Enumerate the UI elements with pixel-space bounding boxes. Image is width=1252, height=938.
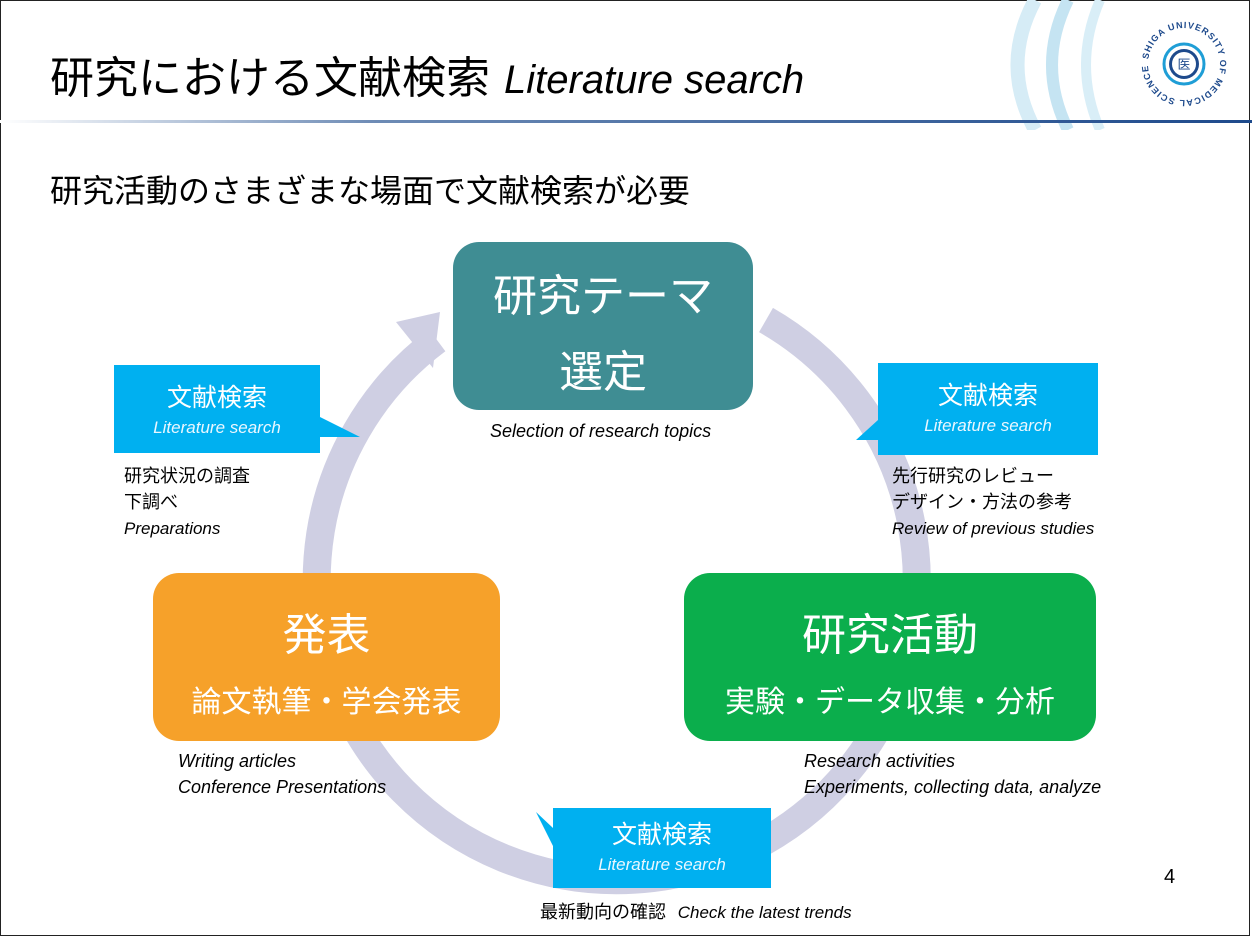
callout-right-en: Literature search [924, 416, 1052, 435]
slide-subtitle: 研究活動のさまざまな場面で文献検索が必要 [50, 172, 691, 210]
title-en: Literature search [504, 58, 805, 102]
stage-activity-line1: 研究活動 [802, 610, 978, 661]
header-rule [0, 120, 1252, 123]
callout-right-shape [856, 363, 1098, 455]
callout-left-shape [114, 365, 360, 453]
stage-activity-line2: 実験・データ収集・分析 [725, 685, 1055, 720]
stage-publication-line1: 発表 [282, 610, 371, 661]
stage-activity-caption1: Research activities [804, 751, 956, 771]
note-bottom-en: Check the latest trends [677, 903, 852, 922]
callout-bottom-en: Literature search [598, 855, 726, 874]
header-decoration [1010, 0, 1105, 130]
stage-publication-line2: 論文執筆・学会発表 [191, 685, 462, 720]
title-jp: 研究における文献検索 [50, 53, 490, 104]
callout-left: 文献検索 Literature search [114, 378, 320, 438]
logo-mark: 医 [1177, 58, 1190, 73]
stage-publication-caption1: Writing articles [178, 751, 297, 771]
page-number: 4 [1164, 866, 1176, 888]
cycle-arrowhead [396, 312, 440, 368]
university-logo: SHIGA UNIVERSITY OF MEDICAL SCIENCE 医 [1137, 17, 1231, 111]
stage-theme-box: 研究テーマ 選定 [453, 242, 753, 410]
note-right: 先行研究のレビュー デザイン・方法の参考 Review of previous … [892, 464, 1094, 542]
note-right-line1: 先行研究のレビュー [892, 466, 1054, 487]
callout-left-en: Literature search [153, 418, 281, 437]
note-left-line2: 下調べ [124, 492, 178, 513]
callout-left-jp: 文献検索 [166, 383, 267, 412]
stage-publication-caption2: Conference Presentations [178, 777, 387, 797]
stage-theme-line1: 研究テーマ [493, 271, 713, 322]
stage-publication-box: 発表 論文執筆・学会発表 [153, 573, 500, 741]
stage-theme-caption: Selection of research topics [490, 421, 712, 441]
stage-theme-line2: 選定 [559, 347, 647, 398]
callout-right: 文献検索 Literature search [878, 376, 1098, 436]
note-bottom: 最新動向の確認 Check the latest trends [540, 900, 852, 926]
note-left-line3: Preparations [124, 519, 221, 538]
callout-bottom: 文献検索 Literature search [553, 815, 771, 875]
callout-bottom-jp: 文献検索 [611, 820, 712, 849]
slide-title: 研究における文献検索 Literature search [50, 42, 804, 106]
stage-activity-caption2: Experiments, collecting data, analyze [804, 777, 1102, 797]
callout-right-jp: 文献検索 [937, 381, 1038, 410]
stage-activity-box: 研究活動 実験・データ収集・分析 [684, 573, 1096, 741]
callout-bottom-shape [536, 808, 771, 888]
note-left-line1: 研究状況の調査 [124, 466, 250, 487]
note-left: 研究状況の調査 下調べ Preparations [124, 464, 250, 542]
note-right-line2: デザイン・方法の参考 [892, 492, 1072, 513]
note-right-line3: Review of previous studies [892, 519, 1095, 538]
note-bottom-jp: 最新動向の確認 [540, 902, 666, 923]
